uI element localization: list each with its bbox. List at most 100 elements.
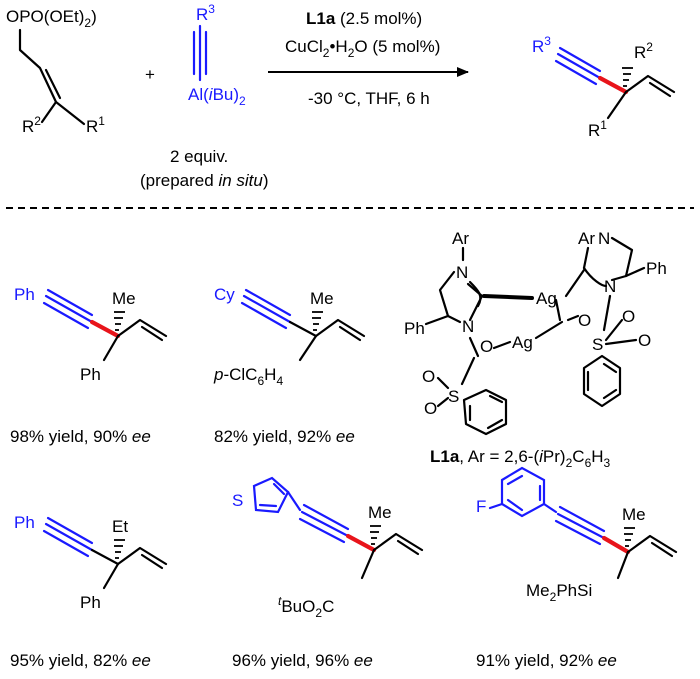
substrate-r2: R bbox=[22, 117, 34, 136]
reagent-al: Al( bbox=[188, 85, 209, 104]
svg-text:R3: R3 bbox=[532, 34, 551, 56]
example-5-quaternary-substituent: Me bbox=[622, 505, 646, 524]
example-4-ester-sup: t bbox=[278, 594, 282, 608]
example-1-alkyne-group: Ph bbox=[14, 285, 35, 304]
ligand-right-ar: Ar bbox=[578, 229, 595, 248]
reaction-conditions: L1a (2.5 mol%) CuCl2•H2O (5 mol%) -30 °C… bbox=[268, 9, 469, 108]
svg-text:R2: R2 bbox=[22, 114, 41, 136]
example-2-aryl-prefix: p bbox=[213, 365, 223, 384]
example-1-hashed-wedge bbox=[114, 311, 125, 331]
example-3-quaternary-substituent: Et bbox=[112, 517, 128, 536]
svg-text:p-ClC6H4: p-ClC6H4 bbox=[213, 365, 283, 388]
svg-text:95% yield, 82% ee: 95% yield, 82% ee bbox=[10, 651, 151, 670]
condition-ligand-loading: (2.5 mol%) bbox=[335, 9, 422, 28]
svg-text:91% yield, 92% ee: 91% yield, 92% ee bbox=[476, 651, 617, 670]
example-4-yield: 96% yield, 96% bbox=[232, 651, 354, 670]
example-1-yield: 98% yield, 90% bbox=[10, 427, 132, 446]
ligand-ag-1: Ag bbox=[536, 289, 557, 308]
ligand-right-so-2: O bbox=[638, 331, 651, 350]
ligand-right-n1: N bbox=[598, 229, 610, 248]
example-3: Ph Et Ph 95% yield, 82% ee bbox=[10, 513, 168, 670]
ligand-ag-2: Ag bbox=[512, 333, 533, 352]
ligand-left-so-2: O bbox=[424, 399, 437, 418]
product-new-bond bbox=[597, 75, 629, 95]
svg-text:tBuO2C: tBuO2C bbox=[278, 594, 334, 620]
reagent-alkynyl-aluminum: R3 Al(iBu)2 2 equiv. (prepared in situ) bbox=[140, 2, 269, 190]
svg-text:R2: R2 bbox=[634, 40, 653, 62]
example-3-aryl: Ph bbox=[80, 593, 101, 612]
example-1-aryl: Ph bbox=[80, 365, 101, 384]
substrate-r2-sup: 2 bbox=[34, 114, 41, 128]
example-2-ee-label: ee bbox=[336, 427, 355, 446]
ligand-l1a-structure: Ar N N Ph Ag O Ag S O O Ar N N Ph bbox=[404, 229, 667, 470]
reagent-r3-sup: 3 bbox=[208, 2, 215, 16]
reagent-sub: 2 bbox=[239, 94, 246, 108]
ligand-left-ph: Ph bbox=[404, 319, 425, 338]
example-2-alkyne-group: Cy bbox=[214, 285, 235, 304]
example-4-quaternary-substituent: Me bbox=[368, 503, 392, 522]
example-5-yield: 91% yield, 92% bbox=[476, 651, 598, 670]
reagent-prepared-a: (prepared bbox=[140, 171, 218, 190]
example-3-ee-label: ee bbox=[132, 651, 151, 670]
svg-text:Me2PhSi: Me2PhSi bbox=[526, 581, 592, 604]
example-2-yield: 82% yield, 92% bbox=[214, 427, 336, 446]
ligand-right-ph: Ph bbox=[646, 259, 667, 278]
substrate-chain-bond bbox=[18, 28, 86, 126]
product-r2: R bbox=[634, 43, 646, 62]
reagent-ibu-i: i bbox=[209, 85, 214, 104]
ligand-right-n2: N bbox=[604, 277, 616, 296]
example-5-ee-label: ee bbox=[598, 651, 617, 670]
example-2-hashed-wedge bbox=[312, 311, 323, 331]
ligand-right-s: S bbox=[592, 335, 603, 354]
ligand-left-so-1: O bbox=[422, 367, 435, 386]
product-r3: R bbox=[532, 37, 544, 56]
example-4-thiophene-ring bbox=[252, 476, 290, 514]
product-r1: R bbox=[588, 121, 600, 140]
substrate-phosphate-label: OPO(OEt) bbox=[6, 7, 84, 26]
substrate-r1-sup: 1 bbox=[98, 114, 105, 128]
example-3-alkyne-group: Ph bbox=[14, 513, 35, 532]
svg-text:(prepared in situ): (prepared in situ) bbox=[140, 171, 269, 190]
condition-temp-solvent-time: -30 °C, THF, 6 h bbox=[308, 89, 430, 108]
substrate-phosphate-sub: 2 bbox=[84, 16, 91, 30]
substrate-allyl-phosphate: OPO(OEt)2) R2 R1 bbox=[6, 7, 105, 136]
example-5: F Me Me2PhSi 91% yield, 92% ee bbox=[476, 466, 678, 670]
condition-ligand: L1a bbox=[306, 9, 336, 28]
example-4-hashed-wedge bbox=[370, 525, 381, 545]
substrate-r2-bond bbox=[40, 100, 58, 124]
ligand-left-ar: Ar bbox=[452, 229, 469, 248]
reagent-prepared-b: in situ bbox=[218, 171, 263, 190]
example-5-hashed-wedge bbox=[624, 527, 635, 547]
example-4-thiophene-s: S bbox=[232, 491, 243, 510]
svg-text:R3: R3 bbox=[196, 2, 215, 24]
product-hashed-wedge bbox=[622, 67, 633, 87]
example-2-quaternary-substituent: Me bbox=[310, 289, 334, 308]
ligand-left-n1: N bbox=[456, 263, 468, 282]
svg-text:R1: R1 bbox=[86, 114, 105, 136]
svg-text:98% yield, 90% ee: 98% yield, 90% ee bbox=[10, 427, 151, 446]
example-3-hashed-wedge bbox=[114, 539, 125, 559]
example-1: Ph Me Ph 98% yield, 90% ee bbox=[10, 285, 168, 446]
plus-sign: + bbox=[145, 65, 155, 84]
svg-text:CuCl2•H2O (5 mol%): CuCl2•H2O (5 mol%) bbox=[285, 37, 440, 60]
svg-text:96% yield, 96% ee: 96% yield, 96% ee bbox=[232, 651, 373, 670]
svg-text:82% yield, 92% ee: 82% yield, 92% ee bbox=[214, 427, 355, 446]
example-3-yield: 95% yield, 82% bbox=[10, 651, 132, 670]
ligand-left-n2: N bbox=[462, 317, 474, 336]
example-4-ee-label: ee bbox=[354, 651, 373, 670]
example-4: S Me tBuO2C 96% yield, 96% ee bbox=[232, 476, 424, 670]
ligand-left-o: O bbox=[480, 337, 493, 356]
ligand-right-so-1: O bbox=[622, 307, 635, 326]
substrate-double-bond bbox=[44, 68, 62, 100]
reagent-r3: R bbox=[196, 5, 208, 24]
svg-text:R1: R1 bbox=[588, 118, 607, 140]
example-5-silyl: Me bbox=[526, 581, 550, 600]
svg-text:L1a (2.5 mol%): L1a (2.5 mol%) bbox=[306, 9, 422, 28]
svg-text:L1a, Ar = 2,6-(iPr)2C6H3: L1a, Ar = 2,6-(iPr)2C6H3 bbox=[430, 447, 611, 470]
product-quaternary-enyne: R3 R2 R1 bbox=[532, 34, 676, 140]
reagent-prepared-c: ) bbox=[263, 171, 269, 190]
ligand-left-s: S bbox=[448, 387, 459, 406]
ligand-caption-name: L1a bbox=[430, 447, 460, 466]
example-1-ee-label: ee bbox=[132, 427, 151, 446]
